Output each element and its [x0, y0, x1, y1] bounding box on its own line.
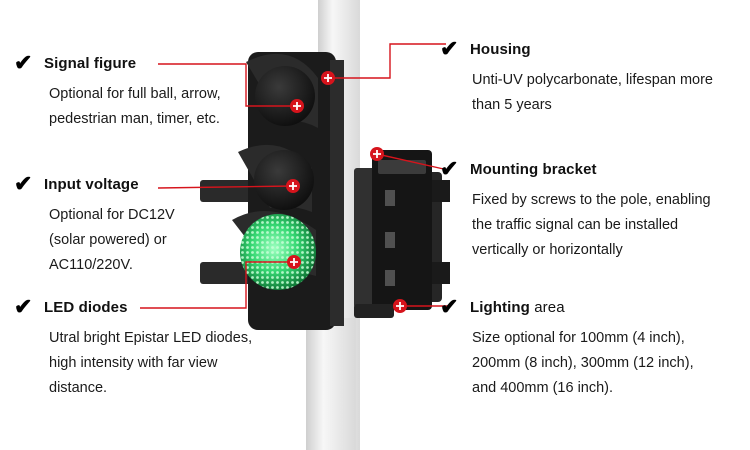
callout-line: vertically or horizontally — [472, 242, 623, 258]
callout-led-diodes: ✔ LED diodes Utral bright Epistar LED di… — [14, 296, 252, 401]
callout-title: Mounting bracket — [470, 160, 597, 178]
leader-signal-figure — [158, 63, 297, 107]
callout-input-voltage: ✔ Input voltage Optional for DC12V (sola… — [14, 173, 175, 278]
plus-circle-icon — [370, 147, 384, 161]
callout-line: than 5 years — [472, 97, 552, 113]
callout-lighting-area: ✔ Lighting area Size optional for 100mm … — [440, 296, 694, 401]
leader-mounting-bracket — [376, 153, 449, 171]
callout-line: high intensity with far view — [49, 355, 218, 371]
callout-line: Optional for DC12V — [49, 207, 175, 223]
callout-line: Fixed by screws to the pole, enabling — [472, 192, 711, 208]
callout-line: Optional for full ball, arrow, — [49, 86, 221, 102]
checkmark-icon: ✔ — [440, 294, 459, 319]
callout-line: and 400mm (16 inch). — [472, 380, 614, 396]
leader-housing — [328, 43, 446, 79]
callout-title: Lighting area — [470, 299, 565, 316]
lower-pole — [306, 318, 356, 450]
plus-circle-icon — [393, 299, 407, 313]
callout-line: (solar powered) or — [49, 232, 167, 248]
leader-input-voltage — [157, 185, 294, 189]
plus-circle-markers — [286, 71, 407, 313]
checkmark-icon: ✔ — [14, 171, 33, 196]
callout-title-bold: Lighting — [470, 298, 530, 316]
callout-line: distance. — [49, 380, 108, 396]
checkmark-icon: ✔ — [14, 50, 33, 75]
checkmark-icon: ✔ — [440, 156, 459, 181]
callout-title: Input voltage — [44, 175, 139, 193]
callout-title: Signal figure — [44, 54, 137, 72]
callout-line: 200mm (8 inch), 300mm (12 inch), — [472, 355, 694, 371]
plus-circle-icon — [290, 99, 304, 113]
callout-line: Unti-UV polycarbonate, lifespan more — [472, 72, 713, 88]
callout-line: pedestrian man, timer, etc. — [49, 111, 220, 127]
callout-line: AC110/220V. — [49, 257, 133, 273]
callout-title: LED diodes — [44, 298, 128, 316]
callout-title-rest: area — [529, 298, 565, 316]
middle-signal — [238, 144, 314, 212]
mounting-bracket — [354, 150, 432, 318]
callout-housing: ✔ Housing Unti-UV polycarbonate, lifespa… — [440, 38, 713, 118]
callout-line: Size optional for 100mm (4 inch), — [472, 330, 685, 346]
leader-led-diodes — [140, 261, 294, 309]
plus-circle-icon — [287, 255, 301, 269]
leader-lines — [140, 43, 449, 309]
checkmark-icon: ✔ — [440, 36, 459, 61]
callout-title: Housing — [470, 40, 531, 58]
plus-circle-icon — [321, 71, 335, 85]
checkmark-icon: ✔ — [14, 294, 33, 319]
callout-line: the traffic signal can be installed — [472, 217, 679, 233]
callout-mounting-bracket: ✔ Mounting bracket Fixed by screws to th… — [440, 158, 711, 263]
plus-circle-icon — [286, 179, 300, 193]
callout-line: Utral bright Epistar LED diodes, — [49, 330, 253, 346]
callout-signal-figure: ✔ Signal figure Optional for full ball, … — [14, 52, 221, 132]
